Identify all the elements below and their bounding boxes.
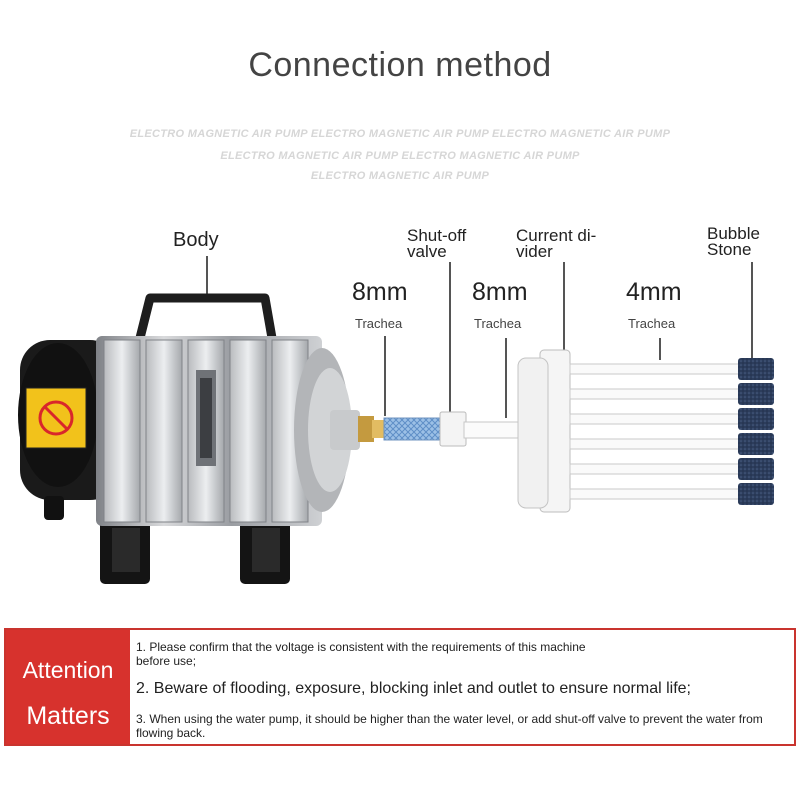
bubble-stones — [738, 358, 774, 505]
pointer-valve — [449, 262, 451, 416]
inlet-tube — [383, 417, 443, 441]
air-pump-body — [18, 293, 386, 584]
shutoff-valve — [439, 411, 467, 447]
watermark-line-3: ELECTRO MAGNETIC AIR PUMP — [310, 170, 490, 182]
attention-item-3: 3. When using the water pump, it should … — [136, 712, 763, 740]
pointer-body — [206, 256, 208, 298]
attention-item-1: 1. Please confirm that the voltage is co… — [136, 640, 586, 668]
pointer-divider — [563, 262, 565, 350]
tube-size-2: 8mm — [472, 278, 528, 306]
watermark-line-1: ELECTRO MAGNETIC AIR PUMP ELECTRO MAGNET… — [129, 128, 671, 140]
tube-name-2: Trachea — [474, 316, 522, 331]
watermark-line-2: ELECTRO MAGNETIC AIR PUMP ELECTRO MAGNET… — [220, 150, 580, 162]
attention-heading-line1: Attention — [22, 657, 114, 683]
pointer-stone — [751, 262, 753, 358]
connection-diagram — [18, 293, 774, 584]
tube-name-3: Trachea — [628, 316, 676, 331]
page-title: Connection method — [248, 46, 552, 84]
attention-item-2: 2. Beware of flooding, exposure, blockin… — [136, 680, 691, 697]
current-divider — [517, 349, 571, 513]
pointer-tube-1 — [384, 336, 386, 416]
pointer-tube-3 — [659, 338, 661, 360]
attention-box: Attention Matters 1. Please confirm that… — [4, 628, 796, 746]
attention-heading-panel: Attention Matters — [6, 630, 130, 744]
label-shutoff-valve: Shut-off valve — [407, 226, 467, 261]
tube-size-3: 4mm — [626, 278, 682, 306]
label-bubble-stone: Bubble Stone — [707, 224, 760, 259]
tube-name-1: Trachea — [355, 316, 403, 331]
pointer-tube-2 — [505, 338, 507, 418]
label-current-divider: Current di- vider — [516, 226, 597, 261]
label-body: Body — [173, 229, 219, 251]
branch-tubes — [569, 363, 741, 500]
attention-heading-line2: Matters — [26, 702, 110, 730]
tube-size-1: 8mm — [352, 278, 408, 306]
